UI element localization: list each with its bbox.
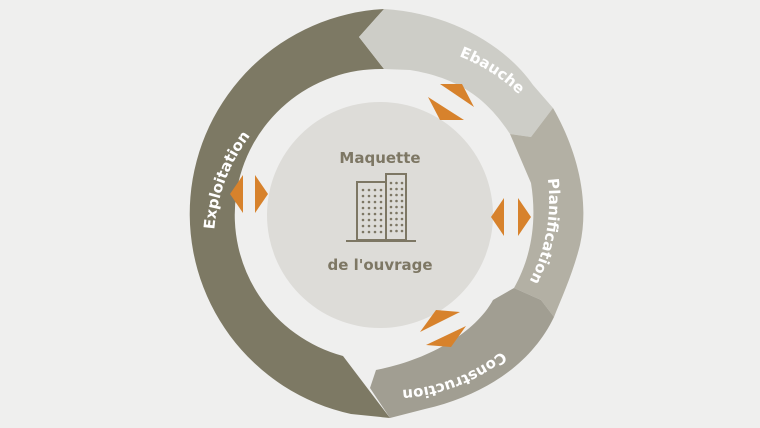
window-dot xyxy=(361,200,365,204)
segment-planification xyxy=(510,108,584,317)
window-dot xyxy=(367,218,371,222)
window-dot xyxy=(379,194,383,198)
window-dot xyxy=(379,218,383,222)
window-dot xyxy=(361,212,365,216)
window-dot xyxy=(379,224,383,228)
segment-construction xyxy=(370,288,554,418)
window-dot xyxy=(361,206,365,210)
window-dot xyxy=(373,224,377,228)
window-dot xyxy=(395,193,398,197)
arrow-up-right-icon xyxy=(440,84,474,107)
building-windows xyxy=(361,181,404,234)
window-dot xyxy=(400,187,404,191)
exchange-arrows-exploitation xyxy=(230,175,268,213)
exchange-arrows-ebauche xyxy=(428,84,474,120)
window-dot xyxy=(373,194,377,198)
window-dot xyxy=(373,230,377,234)
exchange-arrows-planification xyxy=(491,198,531,236)
center-title-line2: de l'ouvrage xyxy=(327,256,432,274)
window-dot xyxy=(367,194,371,198)
building-icon xyxy=(346,173,416,242)
window-dot xyxy=(379,212,383,216)
window-dot xyxy=(400,199,404,203)
arrow-right-icon xyxy=(255,175,268,213)
exchange-arrows-construction xyxy=(420,310,466,347)
window-dot xyxy=(367,212,371,216)
window-dot xyxy=(400,223,404,227)
window-dot xyxy=(361,194,365,198)
window-dot xyxy=(395,187,398,191)
window-dot xyxy=(400,205,404,209)
window-dot xyxy=(395,217,398,221)
window-dot xyxy=(400,229,404,233)
window-dot xyxy=(379,188,383,192)
window-dot xyxy=(367,200,371,204)
window-dot xyxy=(389,217,393,221)
window-dot xyxy=(389,199,393,203)
window-dot xyxy=(395,181,398,185)
window-dot xyxy=(389,229,393,233)
window-dot xyxy=(395,229,398,233)
window-dot xyxy=(395,205,398,209)
arrow-down-left-icon xyxy=(428,97,464,120)
window-dot xyxy=(379,200,383,204)
window-dot xyxy=(389,181,393,185)
segment-ebauche xyxy=(359,9,553,137)
window-dot xyxy=(379,206,383,210)
inner-circle xyxy=(267,102,493,328)
arrow-up-right-icon xyxy=(420,310,460,332)
window-dot xyxy=(373,212,377,216)
window-dot xyxy=(400,217,404,221)
center-title-line1: Maquette xyxy=(339,149,420,167)
window-dot xyxy=(400,211,404,215)
window-dot xyxy=(395,211,398,215)
window-dot xyxy=(400,193,404,197)
segment-exploitation xyxy=(189,9,390,418)
arrow-left-icon xyxy=(491,198,504,236)
window-dot xyxy=(379,230,383,234)
window-dot xyxy=(367,206,371,210)
window-dot xyxy=(373,200,377,204)
window-dot xyxy=(389,211,393,215)
window-dot xyxy=(361,218,365,222)
window-dot xyxy=(367,230,371,234)
window-dot xyxy=(395,199,398,203)
window-dot xyxy=(389,223,393,227)
window-dot xyxy=(389,187,393,191)
window-dot xyxy=(389,193,393,197)
window-dot xyxy=(367,224,371,228)
arrow-down-left-icon xyxy=(426,326,466,347)
window-dot xyxy=(361,230,365,234)
window-dot xyxy=(400,181,404,185)
window-dot xyxy=(389,205,393,209)
window-dot xyxy=(367,188,371,192)
window-dot xyxy=(373,218,377,222)
arrow-right-icon xyxy=(518,198,531,236)
arrow-left-icon xyxy=(230,175,243,213)
window-dot xyxy=(373,206,377,210)
window-dot xyxy=(361,188,365,192)
window-dot xyxy=(395,223,398,227)
window-dot xyxy=(373,188,377,192)
window-dot xyxy=(361,224,365,228)
